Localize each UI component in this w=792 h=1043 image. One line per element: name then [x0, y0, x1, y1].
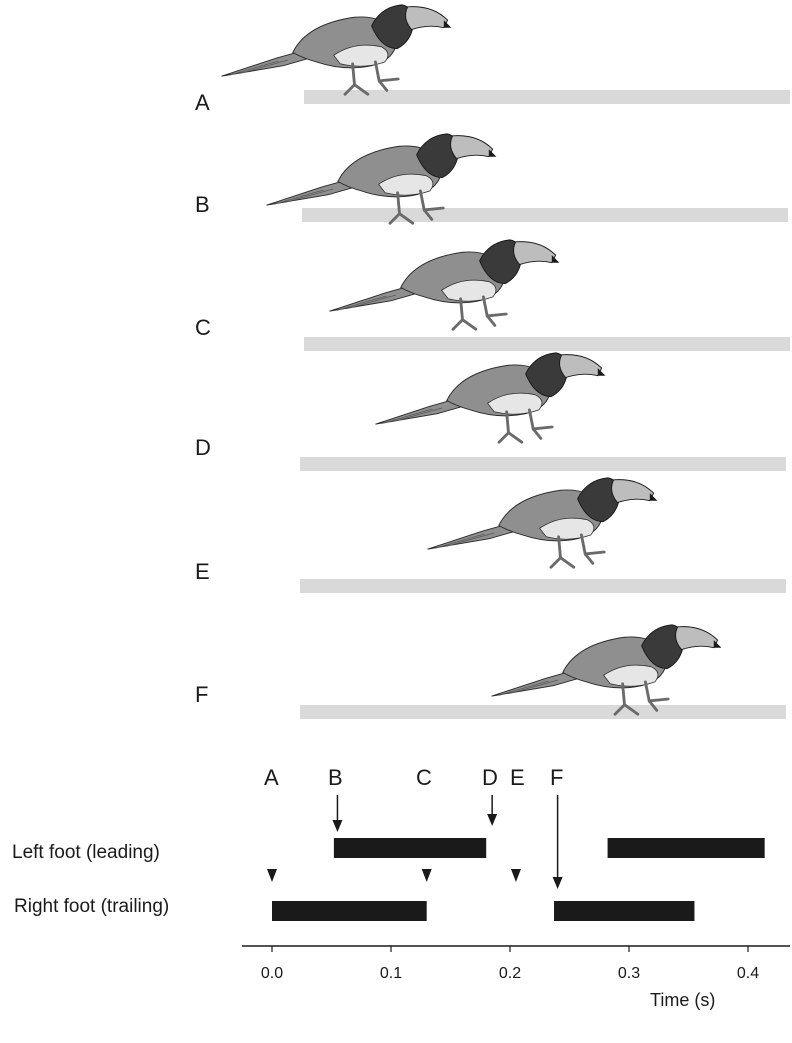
stance-bars	[272, 838, 765, 921]
perch-bar	[304, 90, 790, 104]
panel-e: E	[195, 478, 786, 593]
panel-label: B	[195, 192, 210, 217]
event-label-d: D	[482, 765, 498, 790]
panel-label: D	[195, 435, 211, 460]
small-arrowhead	[511, 869, 521, 882]
stance-bar	[334, 838, 486, 858]
small-arrowhead	[267, 869, 277, 882]
panel-label: E	[195, 559, 210, 584]
stance-bar	[608, 838, 765, 858]
x-tick-label: 0.3	[618, 965, 640, 982]
perch-bar	[300, 705, 786, 719]
x-tick-label: 0.1	[380, 965, 402, 982]
panel-label: C	[195, 315, 211, 340]
x-tick-label: 0.4	[737, 965, 759, 982]
event-label-e: E	[510, 765, 525, 790]
event-label-a: A	[264, 765, 279, 790]
x-tick-label: 0.0	[261, 965, 283, 982]
left-foot-label: Left foot (leading)	[12, 842, 160, 863]
x-tick-label: 0.2	[499, 965, 521, 982]
panel-a: A	[195, 5, 790, 115]
stance-bar	[272, 901, 427, 921]
right-foot-label: Right foot (trailing)	[14, 896, 169, 917]
panel-f: F	[195, 625, 786, 719]
perch-bar	[300, 579, 786, 593]
panel-d: D	[195, 353, 786, 471]
x-axis-ticks: 0.0 0.1 0.2 0.3 0.4	[261, 946, 759, 982]
perch-bar	[300, 457, 786, 471]
small-arrowhead	[422, 869, 432, 882]
event-label-f: F	[550, 765, 563, 790]
event-arrowhead-f	[553, 877, 563, 889]
event-arrowhead-b	[332, 820, 342, 832]
panel-label: A	[195, 90, 210, 115]
event-label-c: C	[416, 765, 432, 790]
perch-bar	[304, 337, 790, 351]
x-axis-title: Time (s)	[650, 990, 715, 1010]
stance-bar	[554, 901, 694, 921]
panel-label: F	[195, 682, 208, 707]
perch-bar	[302, 208, 788, 222]
event-label-b: B	[328, 765, 343, 790]
panel-b: B	[195, 134, 788, 223]
event-arrowhead-d	[487, 814, 497, 826]
panel-c: C	[195, 240, 790, 351]
